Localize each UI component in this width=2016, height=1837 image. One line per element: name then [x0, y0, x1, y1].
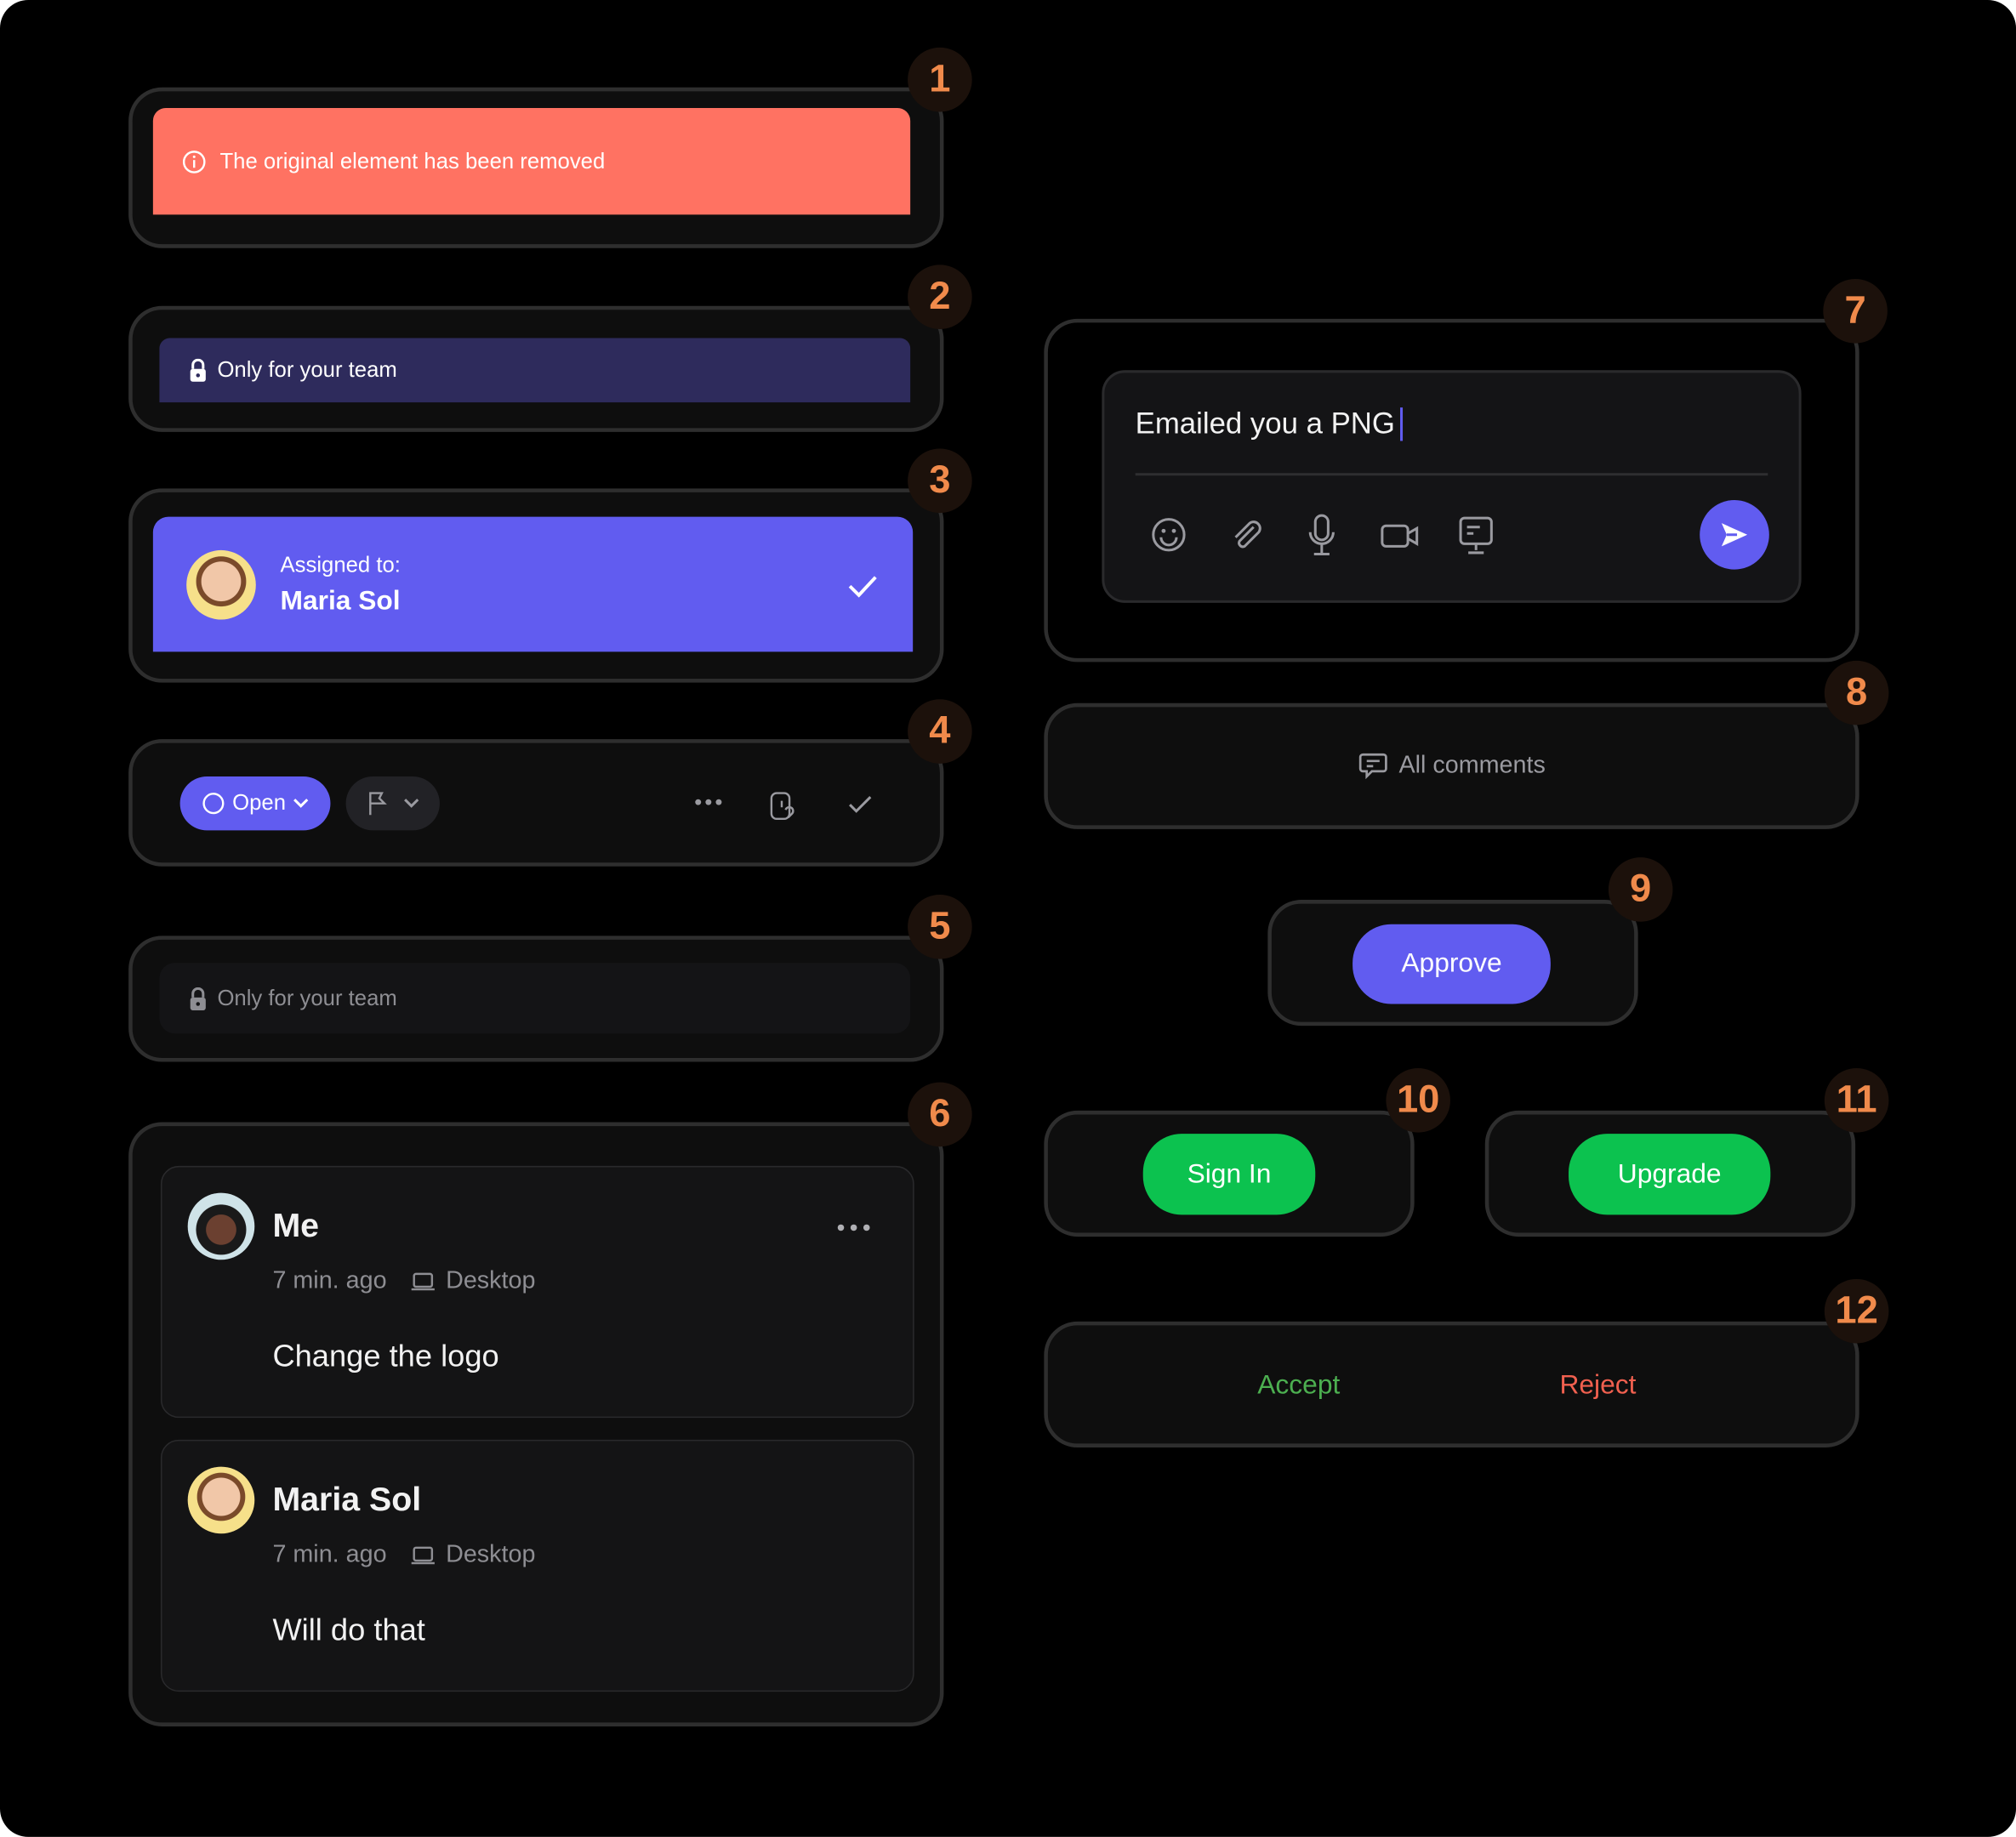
comment-message: Change the logo: [272, 1339, 499, 1374]
more-icon[interactable]: [837, 1222, 870, 1232]
avatar-maria-sol: [187, 1466, 255, 1534]
approve-button[interactable]: Approve: [1353, 924, 1551, 1004]
banner-text: Only for your team: [217, 357, 397, 382]
comment-device: Desktop: [446, 1267, 536, 1295]
comment-time: 7 min. ago: [272, 1267, 387, 1295]
status-label: Open: [232, 790, 287, 816]
banner-text: The original element has been removed: [219, 148, 606, 173]
screen-icon[interactable]: [1457, 515, 1495, 556]
sign-in-panel: Sign In: [1044, 1110, 1415, 1237]
badge-12: 12: [1824, 1278, 1889, 1344]
message-input-value: Emailed you a PNG: [1135, 406, 1395, 440]
chevron-down-icon: [293, 799, 309, 808]
laptop-icon: [411, 1272, 435, 1291]
message-composer: Emailed you a PNG: [1102, 370, 1802, 603]
removed-element-panel: The original element has been removed: [128, 87, 944, 248]
assignee-name: Maria Sol: [280, 586, 401, 617]
link-icon[interactable]: [769, 791, 797, 822]
badge-9: 9: [1608, 857, 1673, 922]
check-icon[interactable]: [847, 794, 873, 815]
assignee-card[interactable]: Assigned to: Maria Sol: [152, 516, 914, 652]
video-icon[interactable]: [1380, 522, 1421, 550]
comment-author: Maria Sol: [272, 1479, 422, 1519]
badge-2: 2: [908, 264, 972, 329]
comment-time: 7 min. ago: [272, 1541, 387, 1569]
chevron-down-icon: [403, 799, 419, 808]
more-icon[interactable]: [694, 797, 722, 807]
assignee-panel: Assigned to: Maria Sol: [128, 488, 944, 683]
send-button[interactable]: [1700, 499, 1769, 570]
avatar-maria-sol: [186, 549, 256, 620]
lock-icon: [188, 987, 208, 1010]
check-icon: [847, 575, 878, 598]
lock-icon: [188, 358, 208, 382]
all-comments-button[interactable]: All comments: [1044, 702, 1859, 829]
team-only-banner: Only for your team: [159, 338, 911, 403]
send-icon: [1721, 523, 1748, 547]
text-cursor: [1399, 407, 1404, 441]
assigned-label: Assigned to:: [280, 552, 401, 577]
badge-4: 4: [908, 699, 972, 764]
badge-8: 8: [1824, 660, 1889, 725]
badge-5: 5: [908, 895, 972, 959]
comment-item: Maria Sol 7 min. ago Desktop Will do tha…: [160, 1439, 914, 1692]
banner-text: Only for your team: [217, 985, 397, 1010]
task-toolbar-panel: Open: [128, 739, 944, 867]
comment-icon: [1358, 753, 1387, 780]
comment-meta: 7 min. ago Desktop: [272, 1267, 535, 1295]
upgrade-panel: Upgrade: [1484, 1110, 1856, 1237]
comment-author: Me: [272, 1205, 320, 1245]
comment-item: Me 7 min. ago Desktop Change the logo: [160, 1165, 914, 1419]
accept-reject-panel: Accept Reject: [1044, 1321, 1859, 1447]
composer-panel: Emailed you a PNG: [1044, 318, 1859, 663]
mic-icon[interactable]: [1305, 513, 1338, 556]
badge-6: 6: [908, 1082, 972, 1147]
sign-in-button[interactable]: Sign In: [1142, 1134, 1316, 1215]
team-only-muted-panel: Only for your team: [128, 936, 944, 1062]
badge-7: 7: [1823, 278, 1888, 344]
team-only-panel: Only for your team: [128, 305, 944, 432]
team-only-muted-banner: Only for your team: [159, 963, 911, 1034]
upgrade-button[interactable]: Upgrade: [1569, 1134, 1771, 1215]
divider: [1135, 473, 1768, 476]
avatar-me: [187, 1192, 255, 1260]
comment-meta: 7 min. ago Desktop: [272, 1541, 535, 1569]
info-icon: [181, 149, 207, 174]
emoji-icon[interactable]: [1151, 517, 1187, 553]
all-comments-label: All comments: [1398, 752, 1546, 779]
flag-icon: [368, 792, 387, 816]
badge-3: 3: [908, 448, 972, 514]
priority-flag-dropdown[interactable]: [345, 776, 440, 831]
accept-button[interactable]: Accept: [1257, 1370, 1341, 1401]
badge-10: 10: [1386, 1068, 1450, 1133]
circle-status-icon: [202, 793, 225, 815]
reject-button[interactable]: Reject: [1559, 1370, 1637, 1401]
comment-message: Will do that: [272, 1612, 425, 1648]
message-input[interactable]: Emailed you a PNG: [1135, 406, 1404, 441]
badge-1: 1: [908, 47, 972, 112]
status-dropdown[interactable]: Open: [179, 776, 331, 831]
badge-11: 11: [1824, 1068, 1889, 1133]
comment-device: Desktop: [446, 1541, 536, 1569]
laptop-icon: [411, 1546, 435, 1565]
approve-panel: Approve: [1267, 900, 1638, 1027]
comments-thread-panel: Me 7 min. ago Desktop Change the logo Ma…: [128, 1122, 944, 1726]
removed-element-banner: The original element has been removed: [152, 107, 911, 215]
attach-icon[interactable]: [1227, 517, 1263, 553]
